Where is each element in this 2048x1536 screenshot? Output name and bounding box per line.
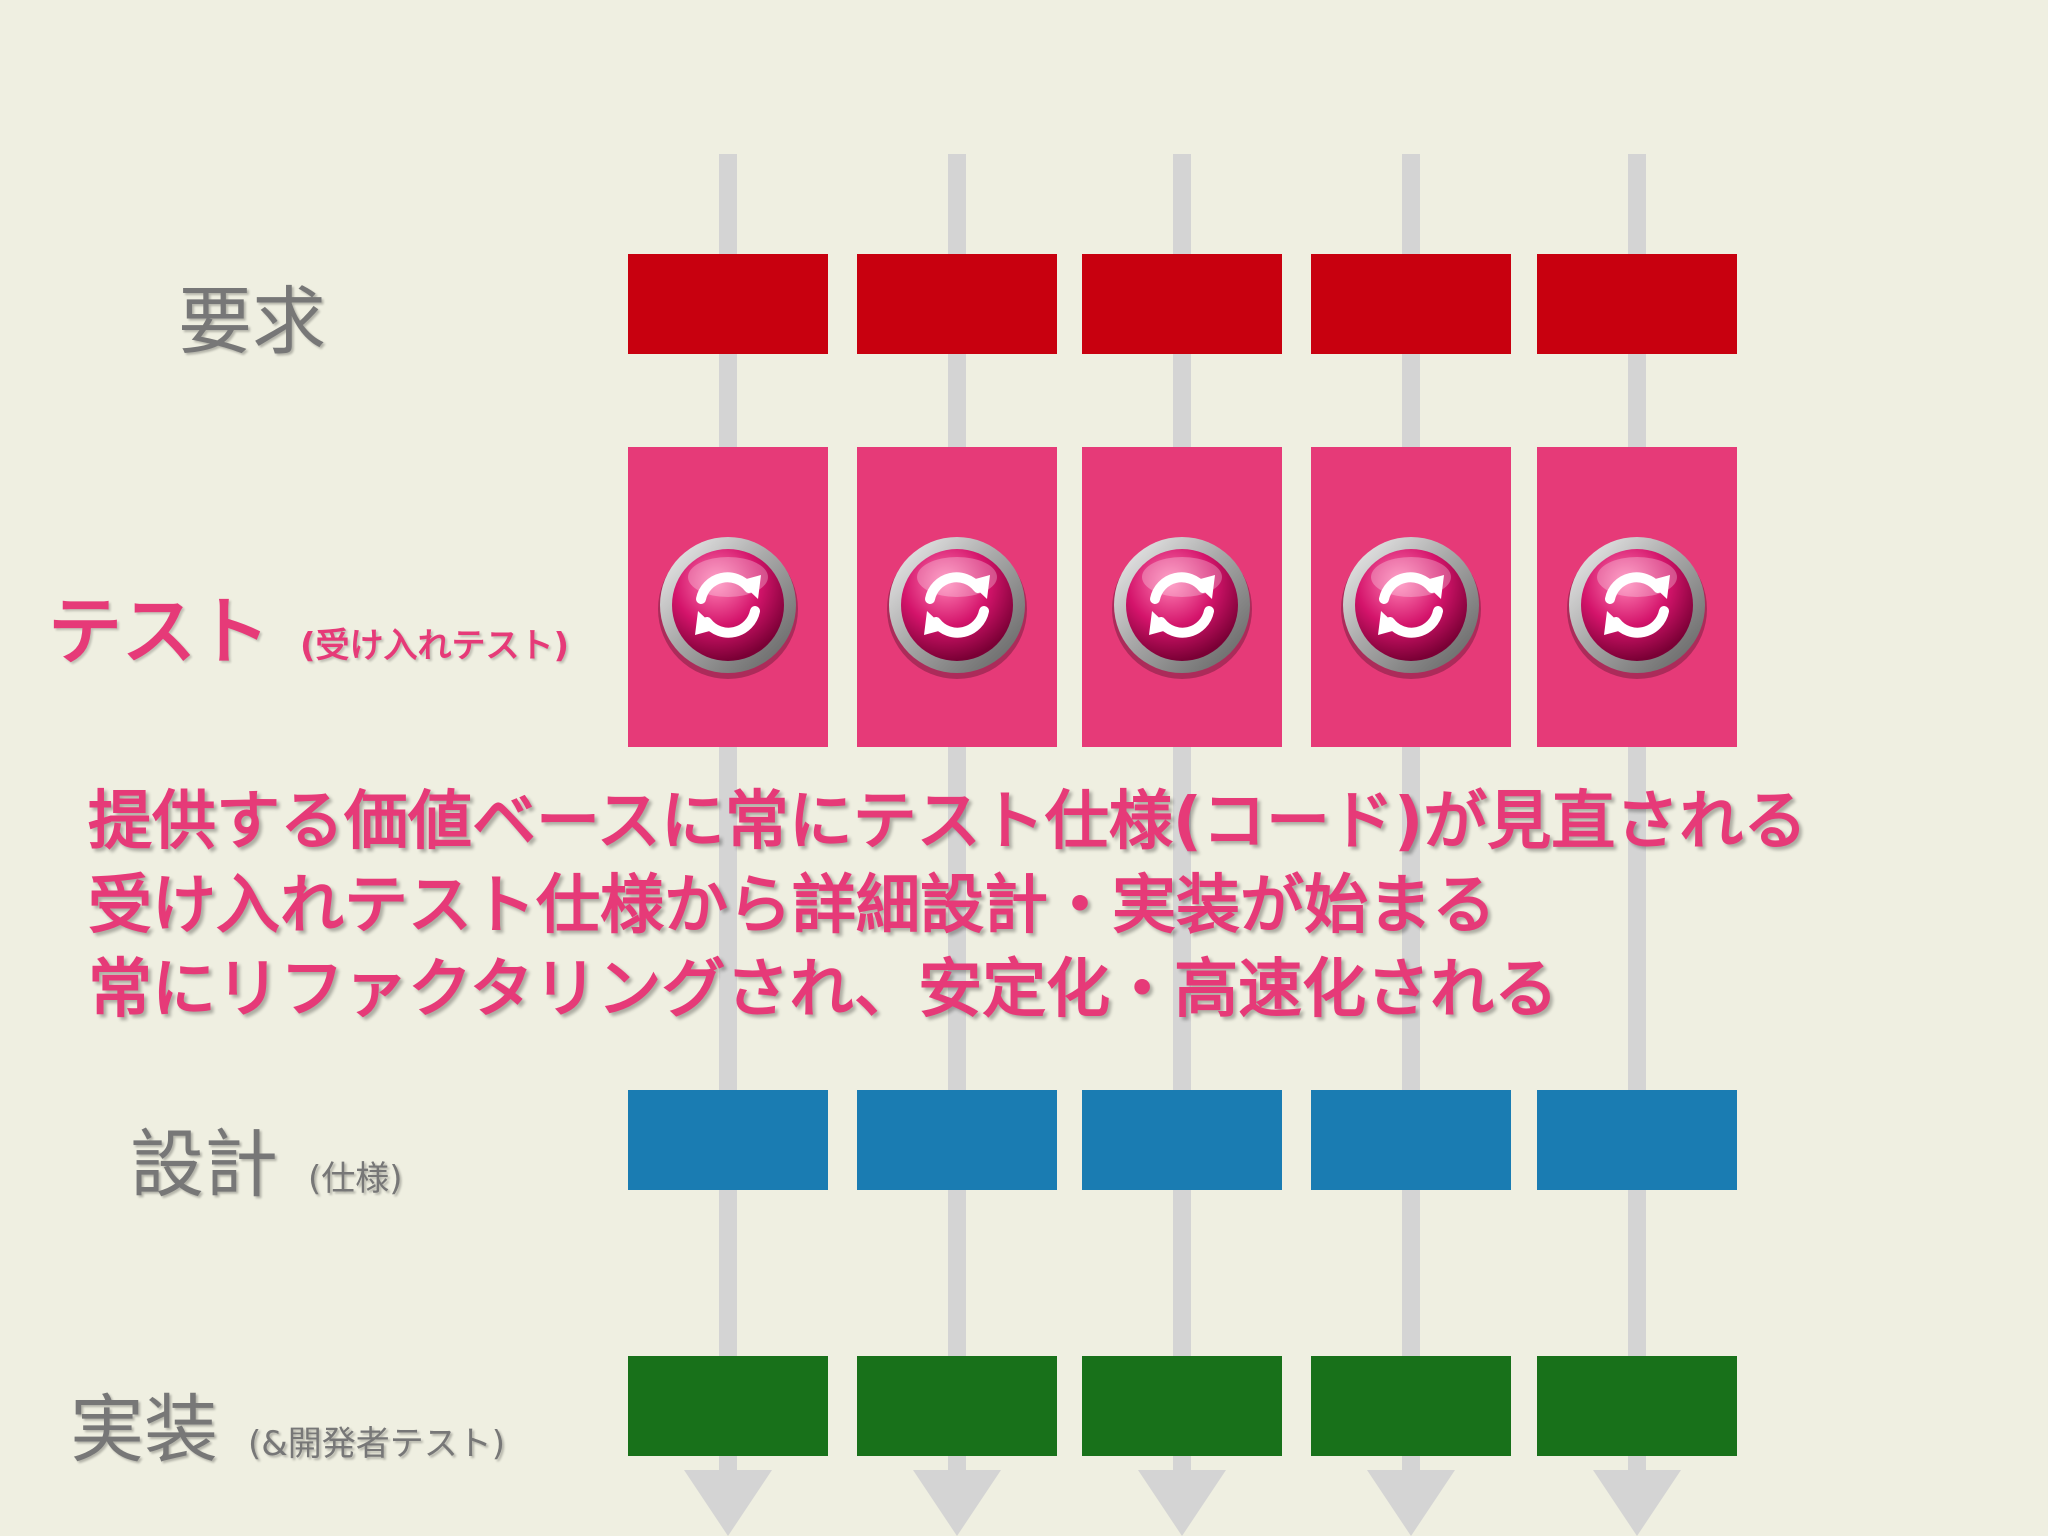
- implementation-sublabel: (&開発者テスト): [248, 1424, 506, 1464]
- refresh-icon: [1567, 537, 1707, 679]
- design-box: [1311, 1090, 1511, 1190]
- design-row-label: 設計 (仕様): [130, 1105, 403, 1212]
- implementation-box: [1537, 1356, 1737, 1456]
- test-label: テスト: [48, 589, 270, 675]
- refresh-icon: [658, 537, 798, 679]
- requirements-box: [628, 254, 828, 354]
- design-sublabel: (仕様): [308, 1159, 403, 1199]
- flow-arrow-head: [684, 1470, 772, 1536]
- test-sublabel: (受け入れテスト): [300, 626, 570, 666]
- design-box: [857, 1090, 1057, 1190]
- requirements-box: [857, 254, 1057, 354]
- requirements-row-label: 要求: [178, 262, 326, 369]
- implementation-box: [857, 1356, 1057, 1456]
- design-box: [628, 1090, 828, 1190]
- requirements-box: [1537, 254, 1737, 354]
- refresh-icon: [1341, 537, 1481, 679]
- implementation-row-label: 実装 (&開発者テスト): [70, 1370, 505, 1477]
- flow-arrow-head: [1138, 1470, 1226, 1536]
- refresh-icon: [887, 537, 1027, 679]
- flow-arrow-head: [913, 1470, 1001, 1536]
- requirements-box: [1082, 254, 1282, 354]
- design-box: [1537, 1090, 1737, 1190]
- implementation-label: 実装: [70, 1387, 218, 1473]
- requirements-box: [1311, 254, 1511, 354]
- design-label: 設計: [130, 1122, 278, 1208]
- note-item: 提供する価値ベースに常にテスト仕様(コード)が見直される: [88, 785, 1808, 859]
- design-box: [1082, 1090, 1282, 1190]
- refresh-icon: [1112, 537, 1252, 679]
- note-item: 常にリファクタリングされ、安定化・高速化される: [88, 953, 1559, 1027]
- flow-arrow-head: [1593, 1470, 1681, 1536]
- implementation-box: [1311, 1356, 1511, 1456]
- flow-arrow-head: [1367, 1470, 1455, 1536]
- requirements-label: 要求: [178, 279, 326, 365]
- notes-list: 提供する価値ベースに常にテスト仕様(コード)が見直される 受け入れテスト仕様から…: [88, 780, 1807, 1032]
- implementation-box: [628, 1356, 828, 1456]
- implementation-box: [1082, 1356, 1282, 1456]
- note-item: 受け入れテスト仕様から詳細設計・実装が始まる: [88, 869, 1496, 943]
- test-row-label: テスト (受け入れテスト): [48, 572, 569, 679]
